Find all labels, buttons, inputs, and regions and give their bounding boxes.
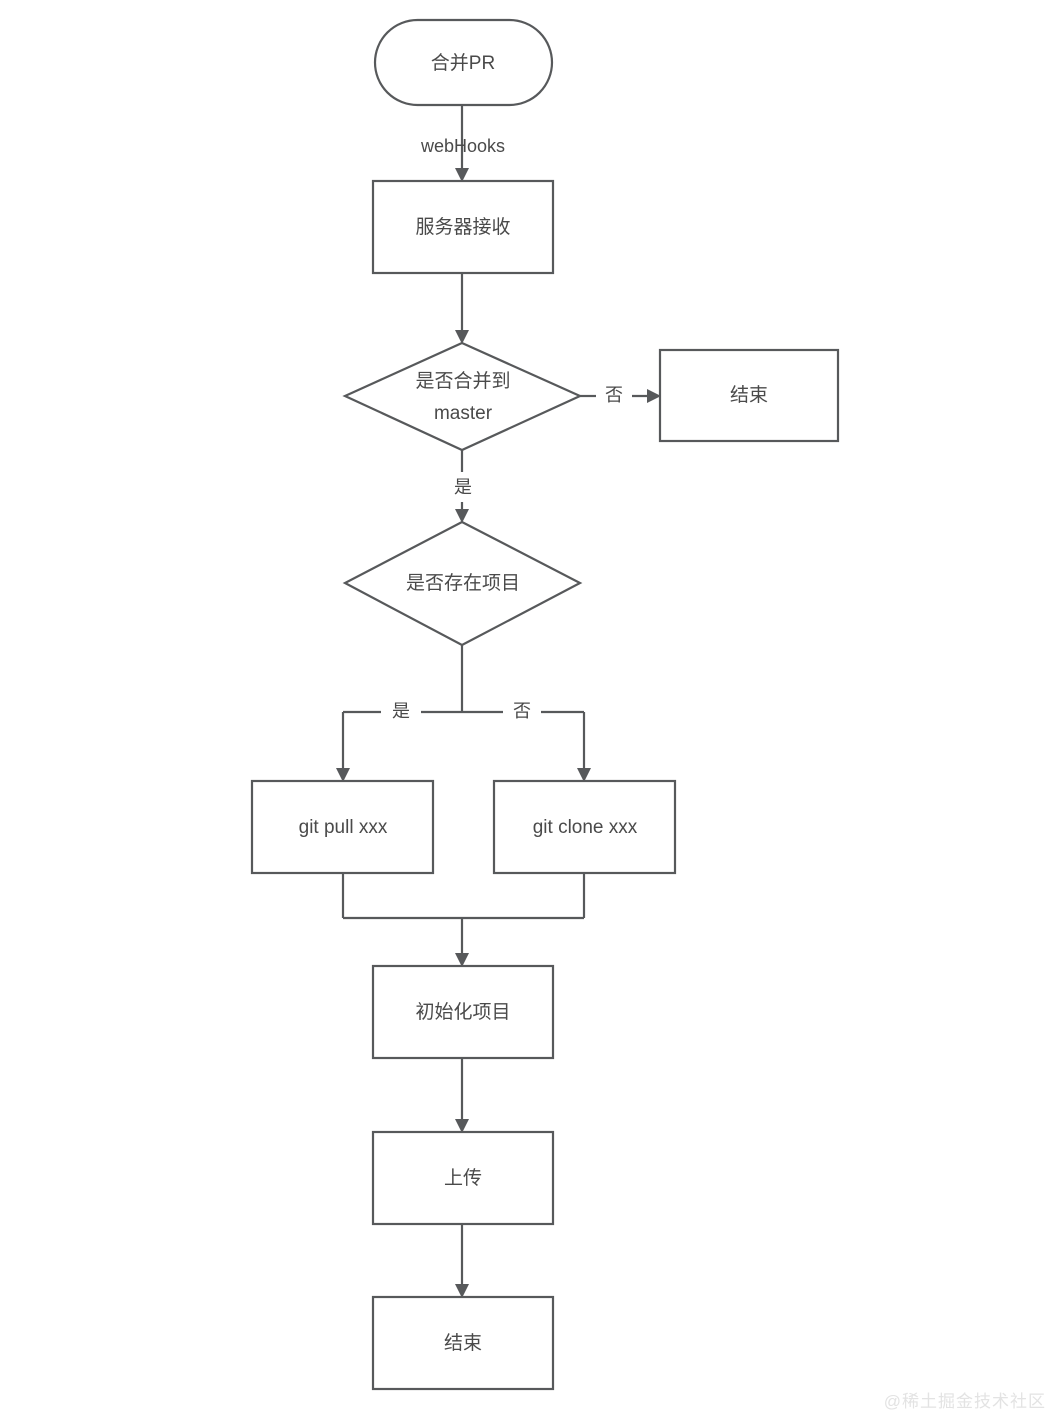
edge-label-project-no: 否 [513, 701, 531, 721]
edge-label-project-yes: 是 [392, 701, 410, 721]
end-right-shape[interactable] [658, 348, 840, 443]
server-receive-shape[interactable] [371, 179, 555, 275]
upload-shape[interactable] [371, 1130, 555, 1226]
server-receive-label: 服务器接收 [415, 216, 510, 238]
git-clone-label: git clone xxx [533, 817, 638, 838]
connectors [336, 105, 661, 1298]
edge-label-webhooks: webHooks [420, 136, 505, 156]
node-has-project[interactable]: 是否存在项目 [342, 520, 583, 647]
arrow-head-icon [455, 168, 469, 182]
arrow-head-icon [336, 768, 350, 782]
node-upload[interactable]: 上传 [371, 1130, 555, 1226]
git-pull-shape[interactable] [250, 779, 435, 875]
end-bottom-shape[interactable] [371, 1295, 555, 1391]
node-merge-pr[interactable]: 合并PR [373, 18, 554, 107]
arrow-head-icon [455, 1119, 469, 1133]
arrow-head-icon [577, 768, 591, 782]
merge-pr-label: 合并PR [431, 52, 495, 74]
end-right-label: 结束 [730, 384, 768, 406]
init-project-label: 初始化项目 [415, 1001, 510, 1023]
arrow-head-icon [455, 330, 469, 344]
node-git-clone[interactable]: git clone xxx [492, 779, 677, 875]
git-clone-shape[interactable] [492, 779, 677, 875]
node-end-right[interactable]: 结束 [658, 348, 840, 443]
upload-label: 上传 [444, 1167, 482, 1189]
arrow-head-icon [647, 389, 661, 403]
git-pull-label: git pull xxx [299, 817, 388, 838]
is-master-label-line2: master [434, 403, 493, 424]
init-project-shape[interactable] [371, 964, 555, 1060]
node-end-bottom[interactable]: 结束 [371, 1295, 555, 1391]
watermark: @稀土掘金技术社区 [883, 1392, 1046, 1411]
is-master-shape[interactable] [342, 341, 583, 452]
node-is-master[interactable]: 是否合并到 master [342, 341, 583, 452]
is-master-label-line1: 是否合并到 [415, 370, 510, 392]
edge-label-master-yes: 是 [454, 477, 472, 497]
node-server-receive[interactable]: 服务器接收 [371, 179, 555, 275]
has-project-shape[interactable] [342, 520, 583, 647]
has-project-label: 是否存在项目 [406, 572, 520, 594]
node-git-pull[interactable]: git pull xxx [250, 779, 435, 875]
end-bottom-label: 结束 [444, 1332, 482, 1354]
edge-label-master-no: 否 [605, 385, 623, 405]
merge-pr-shape[interactable] [373, 18, 554, 107]
arrow-head-icon [455, 509, 469, 523]
node-init-project[interactable]: 初始化项目 [371, 964, 555, 1060]
arrow-head-icon [455, 1284, 469, 1298]
arrow-head-icon [455, 953, 469, 967]
